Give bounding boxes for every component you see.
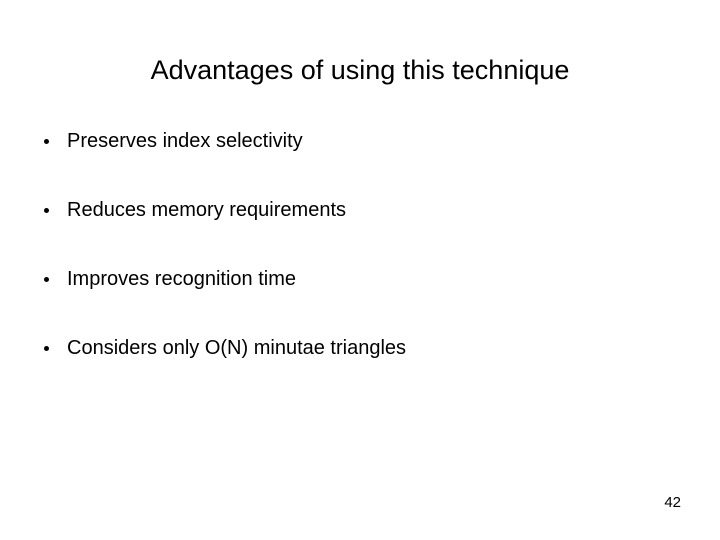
list-item: Improves recognition time [40,266,680,335]
bullet-dot-icon [44,346,49,351]
list-item-label: Considers only O(N) minutae triangles [67,337,407,359]
bullet-list: Preserves index selectivity Reduces memo… [40,128,680,404]
bullet-dot-icon [44,277,49,282]
page-title: Advantages of using this technique [150,55,570,85]
list-item-label: Reduces memory requirements [67,199,346,221]
list-item: Considers only O(N) minutae triangles [40,335,680,404]
list-item-label: Improves recognition time [67,268,296,290]
bullet-dot-icon [44,139,49,144]
page-number: 42 [664,494,681,511]
bullet-dot-icon [44,208,49,213]
list-item: Preserves index selectivity [40,128,680,197]
list-item: Reduces memory requirements [40,197,680,266]
list-item-label: Preserves index selectivity [67,130,303,152]
